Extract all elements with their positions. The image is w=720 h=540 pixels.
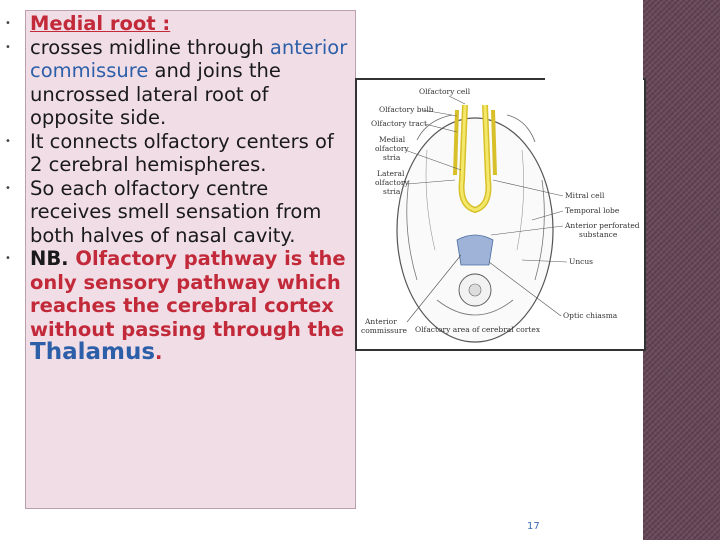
bullet-text-segment: crosses midline through: [30, 35, 270, 59]
bullet-text-segment: Medial root :: [30, 12, 171, 35]
label-medial-stria-2: olfactory: [375, 144, 409, 153]
label-anterior-commissure-1: Anterior: [364, 317, 397, 326]
label-olfactory-bulb: Olfactory bulb: [379, 105, 434, 114]
label-lateral-stria-3: stria: [383, 187, 401, 196]
label-anterior-commissure-2: commissure: [361, 326, 407, 335]
bullet-icon: •: [5, 135, 11, 147]
label-olfactory-area: Olfactory area of cerebral cortex: [415, 325, 541, 334]
bullet-text-segment: and joins the uncrossed lateral root of …: [30, 59, 281, 129]
bullet-item: • So each olfactory centre receives smell…: [0, 177, 350, 248]
brain-diagram-svg: Olfactory bulb Olfactory tract Medial ol…: [361, 87, 640, 343]
bullet-text-segment: Olfactory pathway is the only sensory pa…: [30, 247, 346, 341]
bullet-text-segment: It connects olfactory centers of 2 cereb…: [30, 129, 334, 177]
label-temporal-lobe: Temporal lobe: [565, 206, 620, 215]
label-mitral-cell: Mitral cell: [565, 191, 605, 200]
bullet-icon: •: [5, 41, 11, 53]
bullet-item: • It connects olfactory centers of 2 cer…: [0, 130, 350, 177]
label-medial-stria-1: Medial: [379, 135, 406, 144]
label-uncus: Uncus: [569, 257, 593, 266]
label-lateral-stria-2: olfactory: [375, 178, 409, 187]
whited-out-region: [545, 72, 643, 162]
text-panel: [25, 10, 356, 509]
label-olfactory-tract: Olfactory tract: [371, 119, 427, 128]
decorative-side-band: [643, 0, 720, 540]
bullet-icon: •: [5, 18, 11, 29]
label-lateral-stria-1: Lateral: [377, 169, 405, 178]
bullet-item: • crosses midline through anterior commi…: [0, 36, 350, 130]
bullet-text-segment: Thalamus: [30, 339, 156, 365]
bullet-icon: •: [5, 253, 11, 264]
bullet-text-segment: So each olfactory centre receives smell …: [30, 176, 322, 247]
bullet-item: • NB. Olfactory pathway is the only senso…: [0, 247, 350, 365]
bullet-text-segment: .: [155, 341, 163, 364]
bullet-text-segment: NB.: [30, 247, 76, 270]
page-number: 17: [527, 521, 540, 532]
label-anterior-perforated-2: substance: [579, 230, 618, 239]
label-medial-stria-3: stria: [383, 153, 401, 162]
bullet-item: • Medial root :: [0, 12, 350, 36]
bullet-icon: •: [5, 182, 11, 194]
label-olfactory-cell: Olfactory cell: [419, 87, 471, 96]
label-optic-chiasma: Optic chiasma: [563, 311, 618, 320]
bullet-list: • Medial root :• crosses midline through …: [0, 12, 350, 365]
label-anterior-perforated-1: Anterior perforated: [564, 221, 640, 230]
bullet-text-segment: anterior commissure: [30, 35, 348, 83]
